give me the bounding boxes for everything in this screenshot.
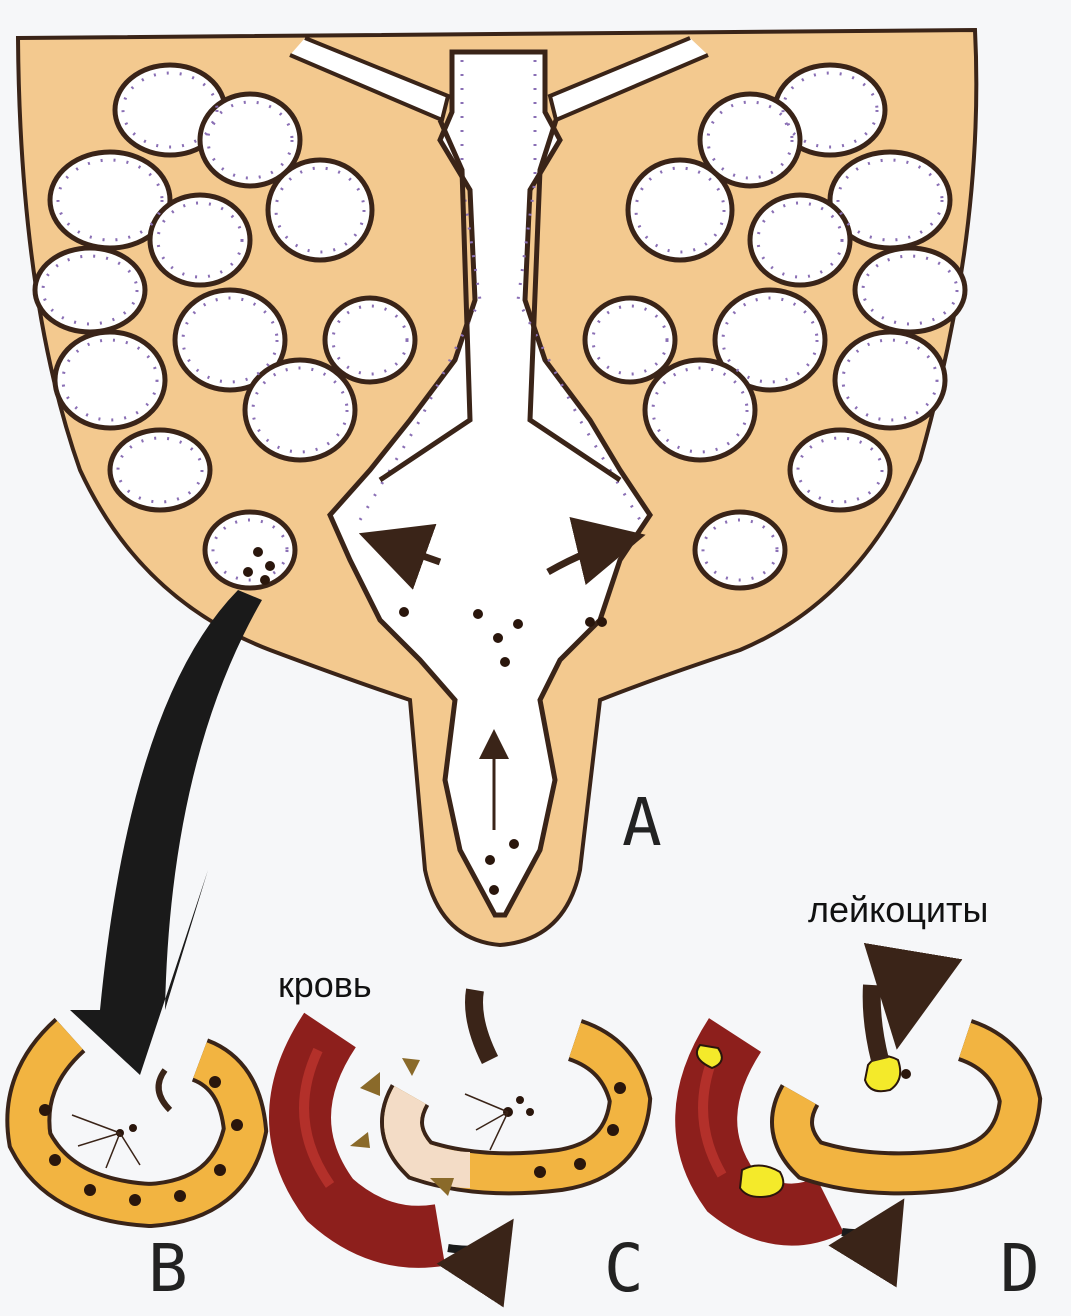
arrow-icon — [448, 1232, 505, 1250]
arrow-icon — [842, 1212, 896, 1233]
arrow-icon — [900, 970, 930, 1030]
panel-c-label: C — [604, 1236, 644, 1302]
panel-a-label: A — [622, 790, 662, 856]
panel-d-label: D — [1000, 1236, 1040, 1302]
blood-label: кровь — [278, 965, 372, 1005]
arrow-icon — [70, 590, 262, 1075]
leukocytes-label: лейкоциты — [808, 890, 988, 930]
panel-c-blood-vessel — [300, 990, 630, 1250]
panel-d-leukocytes — [697, 970, 1020, 1233]
panel-b-label: B — [148, 1236, 188, 1302]
